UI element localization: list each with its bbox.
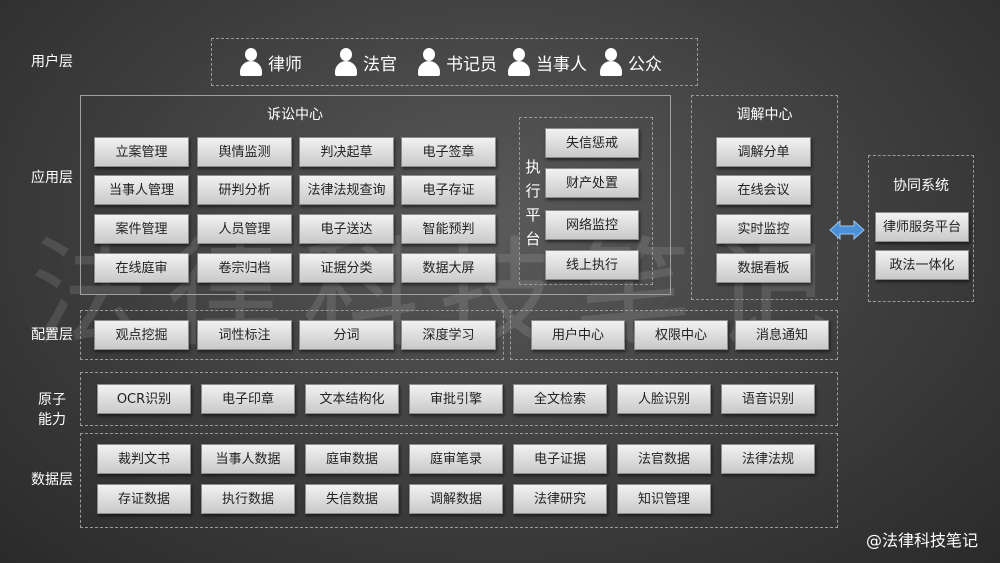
layer-label-data: 数据层	[31, 472, 73, 488]
layer-label-atomic: 原子 能力	[38, 392, 66, 428]
mediation-center-title: 调解中心	[736, 107, 793, 123]
config-item: 深度学习	[401, 320, 496, 350]
data-item: 知识管理	[617, 484, 711, 514]
data-item: 法律研究	[513, 484, 607, 514]
execution-item: 失信惩戒	[545, 128, 639, 158]
data-item: 庭审笔录	[409, 444, 503, 474]
litigation-item: 人员管理	[197, 214, 292, 244]
user-role: 律师	[240, 47, 302, 77]
layer-label-user: 用户层	[31, 54, 73, 70]
config-item: 词性标注	[197, 320, 292, 350]
litigation-item: 电子签章	[401, 137, 496, 167]
config-item: 观点挖掘	[94, 320, 189, 350]
person-icon	[600, 48, 622, 76]
execution-platform-box	[519, 117, 653, 285]
mediation-center-box	[691, 95, 838, 300]
atomic-item: 人脸识别	[617, 384, 711, 414]
execution-platform-title: 执行平台	[525, 158, 541, 248]
litigation-item: 智能预判	[401, 214, 496, 244]
data-item: 电子证据	[513, 444, 607, 474]
user-role: 公众	[600, 47, 662, 77]
execution-item: 财产处置	[545, 168, 639, 198]
collab-item: 律师服务平台	[875, 212, 969, 242]
litigation-center-title: 诉讼中心	[267, 107, 323, 123]
execution-item: 线上执行	[545, 250, 639, 280]
data-item: 法官数据	[617, 444, 711, 474]
litigation-item: 电子送达	[299, 214, 394, 244]
data-item: 裁判文书	[97, 444, 191, 474]
user-role-label: 当事人	[536, 54, 587, 75]
config-right-box	[510, 310, 838, 360]
user-role-label: 律师	[268, 54, 302, 75]
atomic-item: OCR识别	[97, 384, 191, 414]
collab-item: 政法一体化	[875, 250, 969, 280]
litigation-item: 判决起草	[299, 137, 394, 167]
atomic-item: 全文检索	[513, 384, 607, 414]
layer-label-config: 配置层	[31, 327, 73, 343]
execution-item: 网络监控	[545, 210, 639, 240]
double-arrow-icon	[829, 219, 865, 241]
litigation-item: 数据大屏	[401, 253, 496, 283]
litigation-item: 立案管理	[94, 137, 189, 167]
atomic-item: 语音识别	[721, 384, 815, 414]
litigation-center-box	[80, 95, 671, 295]
person-icon	[240, 48, 262, 76]
config-left-box	[80, 310, 504, 360]
data-item: 失信数据	[305, 484, 399, 514]
config-item: 用户中心	[531, 320, 625, 350]
user-role: 书记员	[418, 47, 497, 77]
litigation-item: 舆情监测	[197, 137, 292, 167]
data-item: 调解数据	[409, 484, 503, 514]
person-icon	[418, 48, 440, 76]
collab-system-title: 协同系统	[893, 178, 949, 194]
user-role: 当事人	[508, 47, 587, 77]
litigation-item: 当事人管理	[94, 175, 189, 205]
mediation-item: 调解分单	[716, 137, 811, 167]
mediation-item: 实时监控	[716, 214, 811, 244]
atomic-item: 审批引擎	[409, 384, 503, 414]
layer-label-application: 应用层	[31, 170, 73, 186]
user-role-label: 公众	[628, 54, 662, 75]
atomic-layer-box	[80, 372, 838, 426]
litigation-item: 研判分析	[197, 175, 292, 205]
config-item: 分词	[299, 320, 394, 350]
data-item: 存证数据	[97, 484, 191, 514]
collab-system-box	[868, 155, 974, 302]
person-icon	[508, 48, 530, 76]
data-item: 当事人数据	[201, 444, 295, 474]
litigation-item: 卷宗归档	[197, 253, 292, 283]
user-role-label: 书记员	[446, 54, 497, 75]
litigation-item: 法律法规查询	[299, 175, 394, 205]
data-item: 执行数据	[201, 484, 295, 514]
user-layer-box	[211, 38, 698, 86]
user-role-label: 法官	[363, 54, 397, 75]
mediation-item: 在线会议	[716, 175, 811, 205]
litigation-item: 在线庭审	[94, 253, 189, 283]
atomic-item: 文本结构化	[305, 384, 399, 414]
data-item: 法律法规	[721, 444, 815, 474]
config-item: 消息通知	[735, 320, 829, 350]
person-icon	[335, 48, 357, 76]
credit-text: @法律科技笔记	[865, 531, 978, 550]
atomic-item: 电子印章	[201, 384, 295, 414]
config-item: 权限中心	[634, 320, 728, 350]
mediation-item: 数据看板	[716, 253, 811, 283]
data-item: 庭审数据	[305, 444, 399, 474]
litigation-item: 案件管理	[94, 214, 189, 244]
user-role: 法官	[335, 47, 397, 77]
data-layer-box	[80, 433, 838, 528]
litigation-item: 证据分类	[299, 253, 394, 283]
litigation-item: 电子存证	[401, 175, 496, 205]
